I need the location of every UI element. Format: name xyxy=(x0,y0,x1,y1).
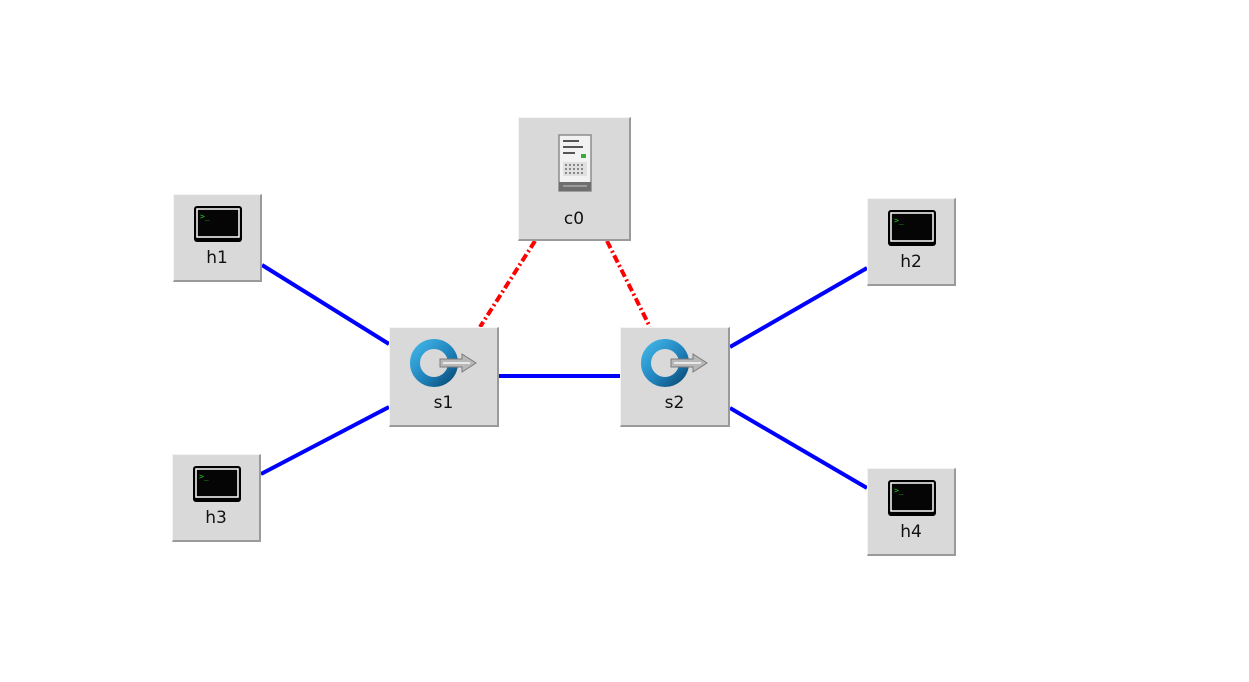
host-node-h1[interactable]: >_ h1 xyxy=(173,194,262,282)
host-node-h3[interactable]: >_ h3 xyxy=(172,454,261,542)
node-label: h4 xyxy=(900,522,922,542)
link-s2-h2[interactable] xyxy=(729,266,868,349)
switch-icon xyxy=(641,339,708,387)
link-s2-h4[interactable] xyxy=(728,406,869,490)
node-label: s1 xyxy=(433,393,454,413)
server-icon xyxy=(558,134,592,192)
terminal-icon: >_ xyxy=(888,210,936,246)
svg-text:>_: >_ xyxy=(894,216,904,225)
switch-node-s1[interactable]: s1 xyxy=(389,327,499,427)
node-label: h1 xyxy=(206,248,228,268)
control-link-c0-s1[interactable] xyxy=(478,239,537,329)
node-label: c0 xyxy=(563,209,585,229)
link-h1-s1[interactable] xyxy=(260,263,391,346)
switch-node-s2[interactable]: s2 xyxy=(620,327,730,427)
node-label: h2 xyxy=(900,252,922,272)
svg-text:>_: >_ xyxy=(200,212,210,221)
link-h3-s1[interactable] xyxy=(260,405,390,476)
terminal-icon: >_ xyxy=(888,480,936,516)
svg-text:>_: >_ xyxy=(199,472,209,481)
node-label: s2 xyxy=(664,393,685,413)
controller-node-c0[interactable]: c0 xyxy=(518,117,631,241)
terminal-icon: >_ xyxy=(194,206,242,242)
control-link-c0-s2[interactable] xyxy=(605,240,652,328)
switch-icon xyxy=(410,339,477,387)
host-node-h2[interactable]: >_ h2 xyxy=(867,198,956,286)
node-label: h3 xyxy=(205,508,227,528)
svg-text:>_: >_ xyxy=(894,486,904,495)
terminal-icon: >_ xyxy=(193,466,241,502)
host-node-h4[interactable]: >_ h4 xyxy=(867,468,956,556)
